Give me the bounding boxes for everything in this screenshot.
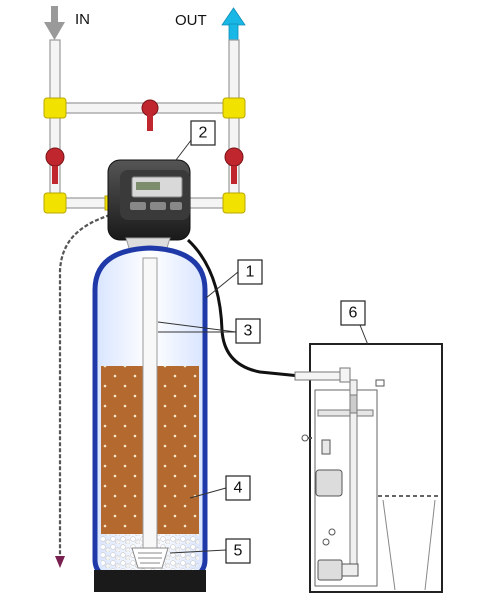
in-label: IN [75, 11, 90, 28]
control-valve-head [107, 159, 191, 259]
callout-3: 3 [235, 318, 261, 344]
brine-tank [294, 343, 443, 593]
out-arrow-icon [221, 7, 246, 43]
callout-6-text: 6 [349, 305, 358, 322]
callout-2: 2 [190, 120, 216, 146]
drain-arrow-icon [55, 556, 65, 568]
callout-5-text: 5 [234, 543, 243, 560]
out-label: OUT [175, 12, 207, 29]
drain-line [58, 213, 111, 560]
callout-4: 4 [225, 475, 251, 501]
ball-valve-icon [45, 99, 244, 184]
in-arrow-icon [44, 6, 65, 40]
callout-1-text: 1 [246, 264, 255, 281]
callout-6: 6 [340, 300, 366, 326]
callout-4-text: 4 [234, 480, 243, 497]
callout-3-text: 3 [244, 323, 253, 340]
callout-1: 1 [237, 259, 263, 285]
softener-tank [92, 245, 208, 592]
callout-5: 5 [225, 538, 251, 564]
callout-2-text: 2 [199, 125, 208, 142]
